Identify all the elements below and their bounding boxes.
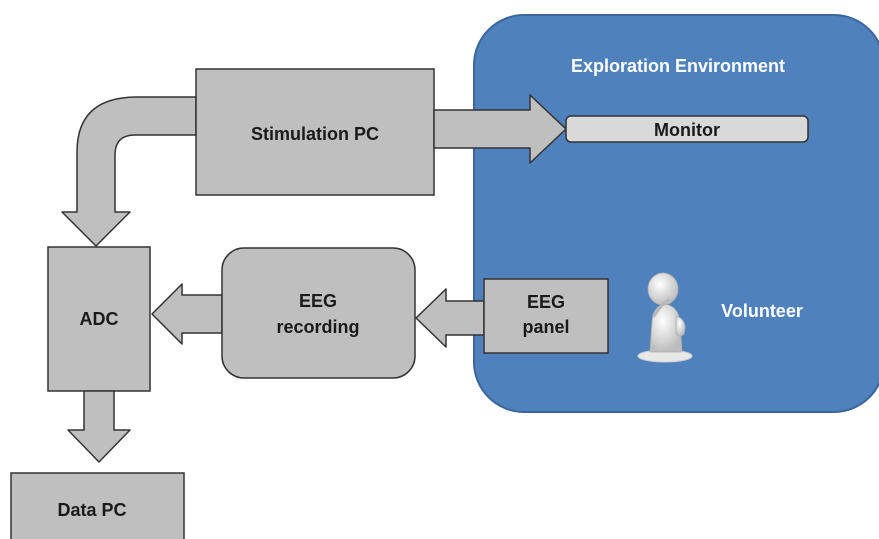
adc-label: ADC <box>80 309 119 329</box>
volunteer-label: Volunteer <box>721 301 803 321</box>
eeg-panel-box <box>483 278 609 354</box>
arrow-down-icon <box>67 390 131 463</box>
eeg-panel-label-line2: panel <box>522 317 569 337</box>
arrow-left-icon <box>415 288 485 348</box>
eeg-recording-label-line1: EEG <box>299 291 337 311</box>
person-icon <box>637 272 693 363</box>
eeg-recording-label-line2: recording <box>276 317 359 337</box>
eeg-recording-box <box>221 247 416 379</box>
stimulation-pc-box <box>195 68 435 196</box>
arrow-left-icon <box>151 283 223 345</box>
exploration-environment-title: Exploration Environment <box>571 56 785 76</box>
stimulation-pc-label: Stimulation PC <box>251 124 379 144</box>
arrow-curved-down-icon <box>61 96 197 247</box>
data-pc-label: Data PC <box>57 500 126 520</box>
monitor-label: Monitor <box>654 120 720 140</box>
arrow-right-icon <box>433 94 567 164</box>
adc-box <box>47 246 151 392</box>
eeg-panel-label-line1: EEG <box>527 292 565 312</box>
data-pc-box <box>10 472 185 539</box>
